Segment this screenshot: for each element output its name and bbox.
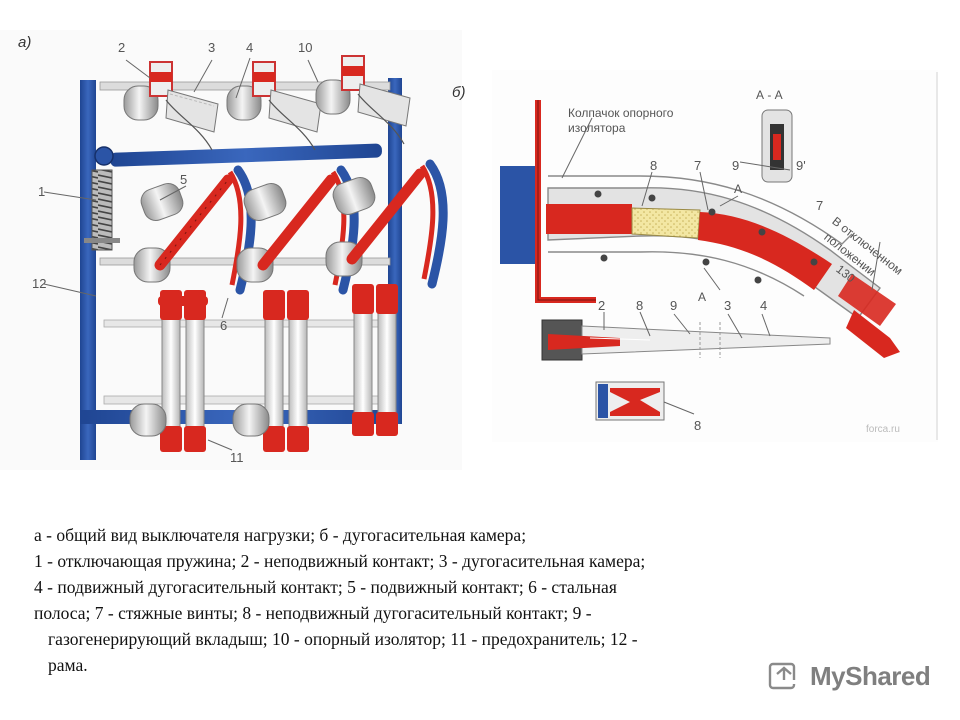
callout-b-7: 7 xyxy=(694,158,702,173)
panel-b-letter: б) xyxy=(452,84,466,101)
caption-line-4: полоса; 7 - стяжные винты; 8 - неподвижн… xyxy=(34,603,592,623)
figure-canvas xyxy=(43,55,938,460)
caption-line-6: рама. xyxy=(48,655,88,675)
moving-arc-contact xyxy=(698,212,832,290)
caption-line-3: 4 - подвижный дугогасительный контакт; 5… xyxy=(34,577,617,597)
callout-b-4: 4 xyxy=(760,298,768,313)
caption-line-2: 1 - отключающая пружина; 2 - неподвижный… xyxy=(34,551,646,571)
callout-3: 3 xyxy=(208,40,216,55)
callout-12: 12 xyxy=(32,276,47,291)
callout-6: 6 xyxy=(220,318,228,333)
callout-b-8-lower: 8 xyxy=(636,298,644,313)
frame-left-post xyxy=(80,80,96,460)
figure-caption: а - общий вид выключателя нагрузки; б - … xyxy=(34,522,934,678)
caption-line-1: а - общий вид выключателя нагрузки; б - … xyxy=(34,525,527,545)
callout-b-3: 3 xyxy=(724,298,732,313)
watermark: MyShared xyxy=(768,658,938,694)
callout-5: 5 xyxy=(180,172,188,187)
callout-b-9-prime: 9' xyxy=(796,158,806,173)
insulator-cap xyxy=(500,166,540,264)
panel-b-background xyxy=(492,70,938,442)
callout-10: 10 xyxy=(298,40,313,55)
cap-label-line2: изолятора xyxy=(568,121,626,135)
watermark-text: MyShared xyxy=(810,661,931,691)
caption-line-5: газогенерирующий вкладыш; 10 - опорный и… xyxy=(48,629,638,649)
pole-1 xyxy=(123,61,256,452)
section-marker-top: А xyxy=(734,182,743,196)
callout-2: 2 xyxy=(118,40,126,55)
pole-3 xyxy=(315,55,448,436)
cap-label-line1: Колпачок опорного xyxy=(568,106,674,120)
pole-2 xyxy=(226,61,359,452)
callout-b-8-detail: 8 xyxy=(694,418,702,433)
opening-spring xyxy=(91,169,113,251)
gas-liner xyxy=(631,207,701,239)
callout-b-9-lower: 9 xyxy=(670,298,678,313)
panel-a-load-switch xyxy=(43,55,448,460)
callout-b-2: 2 xyxy=(598,298,606,313)
callout-b-8: 8 xyxy=(650,158,658,173)
section-label: А - А xyxy=(756,88,783,102)
callout-1: 1 xyxy=(38,184,46,199)
callout-11: 11 xyxy=(230,450,244,465)
source-credit: forca.ru xyxy=(866,424,900,435)
callout-4: 4 xyxy=(246,40,254,55)
fixed-arc-contact xyxy=(546,204,632,234)
callout-b-7-right: 7 xyxy=(816,198,824,213)
panel-b-arc-chute xyxy=(500,100,900,421)
section-marker-bottom: А xyxy=(698,290,707,304)
panel-a-letter: а) xyxy=(18,34,32,51)
myshared-logo-icon xyxy=(768,662,804,690)
callout-b-9: 9 xyxy=(732,158,740,173)
